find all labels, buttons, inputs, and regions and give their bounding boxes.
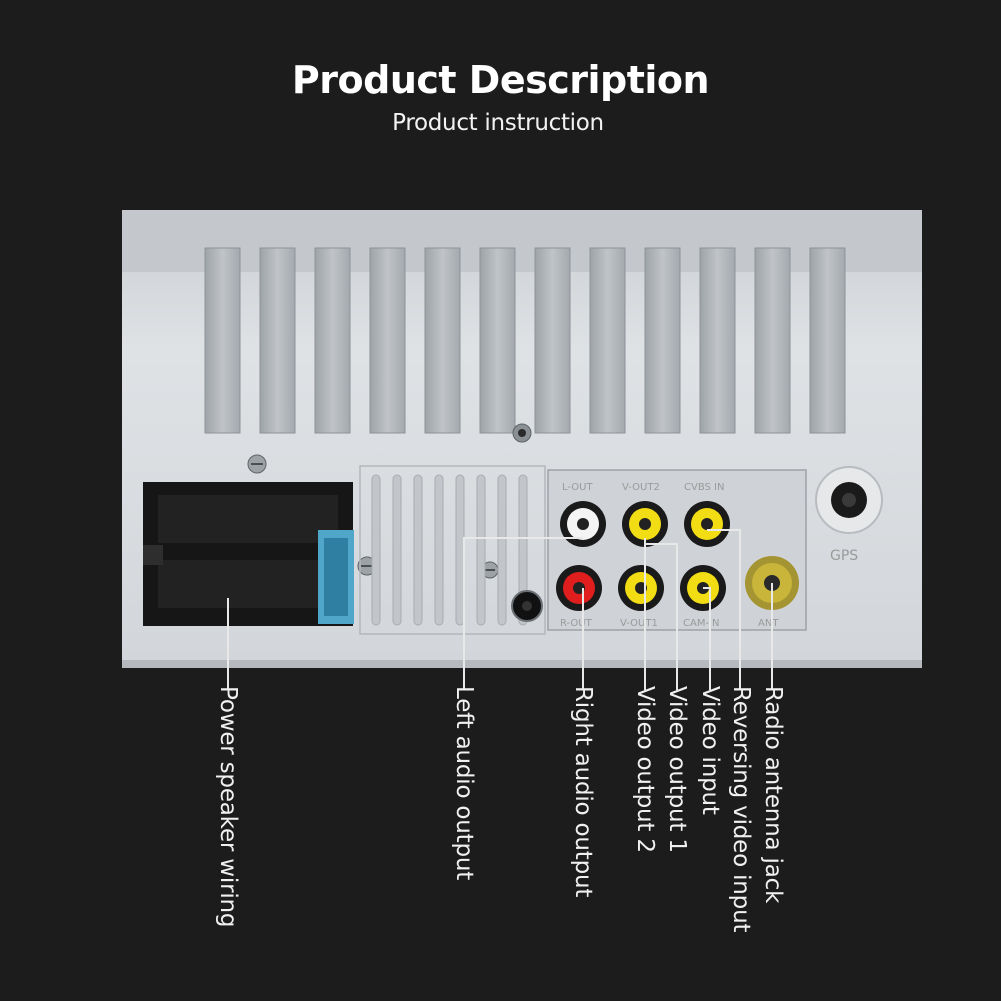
mic-jack <box>511 590 543 622</box>
page-title: Product Description <box>291 58 710 102</box>
label-video-output-1: Video output 1 <box>664 686 690 853</box>
heatsink-fins <box>204 247 846 434</box>
marking-v-out2: V-OUT2 <box>622 482 660 493</box>
vent-slots <box>359 465 546 635</box>
label-right-audio-output: Right audio output <box>570 686 596 898</box>
marking-l-out: L-OUT <box>562 482 593 493</box>
label-left-audio-output: Left audio output <box>451 686 477 881</box>
leader-reversing-video <box>707 529 741 690</box>
power-connector <box>143 482 354 626</box>
label-radio-antenna-jack: Radio antenna jack <box>760 686 786 904</box>
jack-video-out1 <box>618 565 664 611</box>
screw-icon <box>512 423 532 443</box>
jack-video-out2 <box>622 501 668 547</box>
page-subtitle: Product instruction <box>392 110 604 136</box>
label-video-output-2: Video output 2 <box>632 686 658 853</box>
screw-icon <box>247 454 267 474</box>
leader-left-audio <box>463 537 583 690</box>
jack-right-audio-out <box>556 565 602 611</box>
marking-gps: GPS <box>830 548 858 564</box>
gps-port <box>815 466 883 534</box>
marking-cam-in: CAM-IN <box>683 618 720 629</box>
label-reversing-video-input: Reversing video input <box>728 686 754 933</box>
jack-left-audio-out <box>560 501 606 547</box>
marking-r-out: R-OUT <box>560 618 593 629</box>
label-video-input: Video input <box>697 686 723 815</box>
callout-lines <box>227 529 773 690</box>
jack-reversing-video-in <box>684 501 730 547</box>
marking-ant: ANT <box>758 618 779 629</box>
leader-video-out1 <box>645 543 678 690</box>
label-power-speaker-wiring: Power speaker wiring <box>215 686 241 928</box>
marking-v-out1: V-OUT1 <box>620 618 658 629</box>
marking-cvbs-in: CVBS IN <box>684 482 724 493</box>
leader-video-in <box>703 587 711 690</box>
